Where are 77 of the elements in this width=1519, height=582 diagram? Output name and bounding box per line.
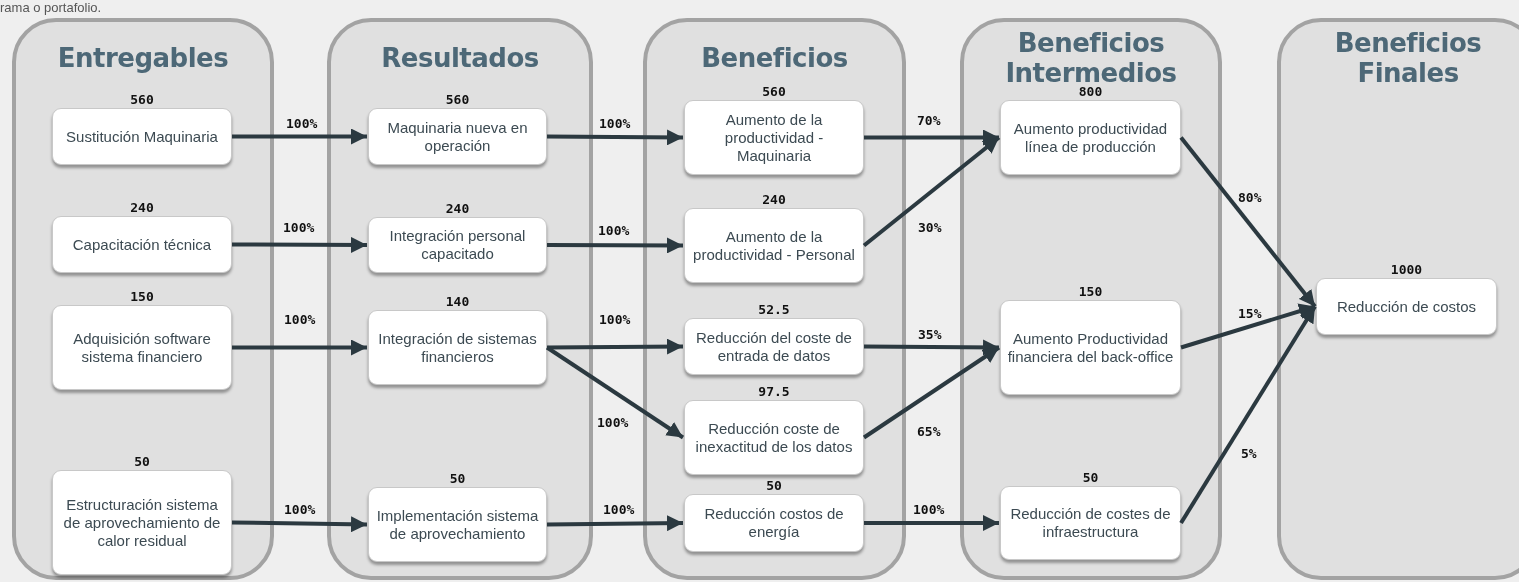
edge-label: 100% (597, 415, 629, 430)
process-box: Implementación sistema de aprovechamiento (368, 487, 547, 562)
value-label: 560 (129, 92, 155, 107)
process-box: Aumento de la productividad - Personal (684, 208, 864, 283)
edge-label: 100% (913, 502, 945, 517)
value-label: 97.5 (757, 384, 791, 399)
lane-heading: Resultados (381, 43, 539, 73)
process-box: Reducción de costes de infraestructura (1000, 486, 1181, 560)
process-box: Reducción costos de energía (684, 494, 864, 552)
arrow (862, 345, 1001, 440)
swimlane-panel (1277, 18, 1519, 580)
note-text: rama o portafolio. (0, 0, 102, 15)
edge-label: 65% (917, 424, 941, 439)
arrow (232, 128, 367, 145)
process-box: Estructuración sistema de aprovechamiento de calor residual (52, 470, 232, 575)
swimlane-panel (960, 18, 1222, 580)
value-label: 1000 (1389, 262, 1424, 277)
arrow (232, 339, 367, 356)
arrow (1179, 305, 1317, 525)
value-label: 52.5 (757, 302, 791, 317)
edge-label: 100% (286, 116, 318, 131)
arrow (231, 516, 368, 533)
edge-label: 100% (599, 312, 631, 327)
swimlane-panel (12, 18, 274, 580)
edge-label: 100% (603, 502, 635, 517)
edge-label: 100% (599, 116, 631, 131)
arrow (864, 515, 999, 531)
process-box: Aumento Productividad financiera del back-office (1000, 300, 1181, 395)
arrow (546, 515, 684, 532)
arrow (864, 339, 999, 356)
process-box: Adquisición software sistema financiero (52, 305, 232, 390)
edge-label: 30% (918, 220, 942, 235)
value-label: 150 (129, 289, 155, 304)
process-box: Integración personal capacitado (368, 217, 547, 273)
value-label: 560 (761, 84, 787, 99)
edge-label: 100% (284, 312, 316, 327)
process-box: Maquinaria nueva en operación (368, 108, 547, 165)
arrow (547, 338, 683, 355)
value-label: 140 (444, 294, 471, 309)
swimlane-panel (643, 18, 906, 580)
edge-label: 80% (1238, 190, 1262, 205)
value-label: 240 (761, 192, 787, 207)
value-label: 150 (1077, 284, 1104, 299)
process-box: Aumento productividad línea de producción (1000, 100, 1181, 175)
value-label: 560 (444, 92, 471, 107)
lane-heading: Beneficios (701, 43, 848, 73)
lane-heading: Beneficios Finales (1333, 28, 1483, 88)
edge-label: 100% (284, 502, 316, 517)
process-box: Capacitación técnica (52, 216, 232, 273)
value-label: 50 (448, 471, 467, 486)
edge-label: 35% (918, 327, 942, 342)
value-label: 240 (129, 200, 155, 215)
process-box: Integración de sistemas financieros (368, 310, 547, 385)
value-label: 240 (444, 201, 471, 216)
arrow (1179, 136, 1317, 308)
value-label: 50 (1081, 470, 1100, 485)
arrow (864, 129, 999, 146)
arrow (232, 236, 367, 253)
arrow (547, 129, 683, 146)
value-label: 50 (133, 454, 151, 469)
value-label: 50 (765, 478, 783, 493)
process-box: Aumento de la productividad - Maquinaria (684, 100, 864, 175)
edge-label: 100% (283, 220, 315, 235)
arrow (862, 135, 1001, 248)
edge-label: 100% (598, 223, 630, 238)
arrow (547, 237, 683, 254)
process-box: Sustitución Maquinaria (52, 108, 232, 165)
arrow (545, 345, 685, 440)
edge-label: 15% (1238, 306, 1262, 321)
process-box: Reducción coste de inexactitud de los datos (684, 400, 864, 475)
lane-heading: Entregables (57, 43, 229, 73)
process-box: Reducción de costos (1316, 278, 1497, 335)
process-box: Reducción del coste de entrada de datos (684, 318, 864, 375)
swimlane-panel (327, 18, 593, 580)
edge-label: 70% (917, 113, 941, 128)
edge-label: 5% (1241, 446, 1257, 461)
arrow (1180, 303, 1316, 350)
